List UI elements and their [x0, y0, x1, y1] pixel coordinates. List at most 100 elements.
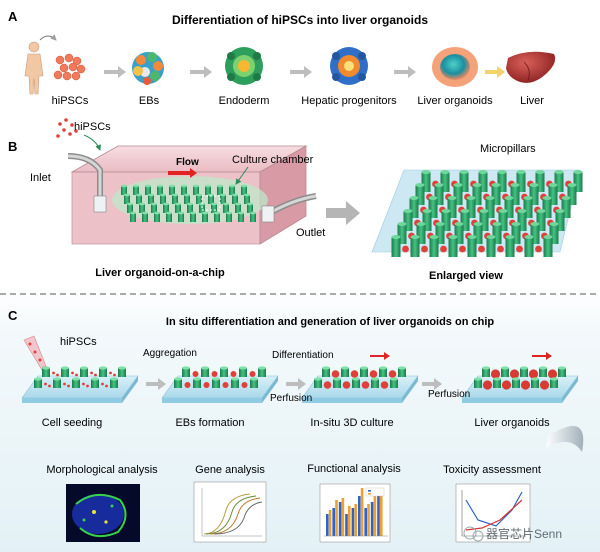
- micropillar-top: [486, 235, 496, 239]
- chip-platform-edge: [162, 398, 262, 403]
- micropillar: [554, 172, 564, 192]
- micropillar-top: [193, 184, 199, 188]
- cell: [94, 373, 97, 377]
- micropillar-top: [524, 235, 534, 239]
- micropillar: [333, 379, 341, 388]
- micropillar: [454, 224, 464, 244]
- micropillar-top: [91, 377, 99, 381]
- micropillar: [498, 211, 508, 231]
- liver-organoid: [490, 369, 501, 379]
- micropillar-top: [360, 366, 368, 370]
- thumb-bar: [345, 514, 348, 536]
- organoid-cell: [478, 245, 485, 253]
- thumb-bar: [367, 504, 370, 536]
- organoid-aggregate: [331, 370, 340, 378]
- thumb-bar: [332, 508, 335, 536]
- micropillar-top: [511, 222, 521, 226]
- micropillar-top: [322, 366, 330, 370]
- micropillar-top: [520, 366, 528, 370]
- micropillar: [231, 379, 239, 388]
- micropillar-top: [498, 209, 508, 213]
- micropillar: [130, 213, 136, 222]
- eb-aggregate: [211, 371, 218, 377]
- chip-platform-edge: [302, 398, 402, 403]
- micropillar-top: [110, 377, 118, 381]
- micropillar: [80, 368, 88, 377]
- micropillar-top: [42, 366, 50, 370]
- micropillar-top: [531, 377, 539, 381]
- micropillar-top: [555, 209, 565, 213]
- stage-label: Hepatic progenitors: [301, 95, 397, 107]
- micropillar-top: [341, 366, 349, 370]
- stage-label: Endoderm: [219, 95, 270, 107]
- chamber-pointer-arrow: [235, 166, 249, 185]
- micropillar: [181, 186, 187, 195]
- stage-label: Liver: [520, 95, 544, 107]
- micropillar-top: [390, 377, 398, 381]
- cell: [90, 371, 93, 375]
- organoid-cell: [516, 245, 523, 253]
- differentiation-label: Differentiation: [272, 350, 334, 361]
- micropillar-top: [229, 184, 235, 188]
- micropillar: [214, 213, 220, 222]
- micropillar: [136, 195, 142, 204]
- micropillar: [416, 224, 426, 244]
- micropillar-top: [314, 377, 322, 381]
- micropillar: [434, 185, 444, 205]
- micropillar-top: [397, 222, 407, 226]
- micropillar-top: [512, 377, 520, 381]
- micropillar: [322, 368, 330, 377]
- micropillar-top: [371, 377, 379, 381]
- watermark: 器官芯片Senn: [463, 526, 562, 542]
- micropillar-top: [202, 211, 208, 215]
- micropillar-top: [142, 211, 148, 215]
- micropillar: [53, 379, 61, 388]
- micropillar-top: [543, 235, 553, 239]
- thumb-bar: [370, 502, 374, 536]
- human-body-icon: [24, 41, 44, 95]
- cell: [75, 373, 78, 377]
- analysis-label: Gene analysis: [195, 464, 265, 476]
- micropillar: [531, 379, 539, 388]
- micropillar-top: [241, 184, 247, 188]
- organoid-cell: [535, 245, 542, 253]
- micropillar: [99, 368, 107, 377]
- micropillar-top: [493, 377, 501, 381]
- micropillar-top: [485, 196, 495, 200]
- panel-b-letter: B: [8, 139, 17, 154]
- micropillar-top: [482, 366, 490, 370]
- panel-c-letter: C: [8, 308, 18, 323]
- micropillar: [172, 195, 178, 204]
- micropillar-top: [250, 211, 256, 215]
- outlet-port: [261, 205, 275, 223]
- stage-label: hiPSCs: [52, 95, 89, 107]
- micropillar: [196, 195, 202, 204]
- micropillar: [561, 198, 571, 218]
- micropillar: [391, 237, 401, 257]
- analysis-flow-arrow: [546, 426, 584, 452]
- micropillar-top: [440, 170, 450, 174]
- micropillar: [398, 368, 406, 377]
- micropillar-top: [151, 202, 157, 206]
- micropillar-top: [454, 222, 464, 226]
- micropillar-top: [542, 196, 552, 200]
- step-label: Cell seeding: [42, 417, 103, 429]
- process-step-chips: [21, 366, 579, 403]
- micropillar: [148, 195, 154, 204]
- micropillar: [154, 213, 160, 222]
- micropillar: [160, 195, 166, 204]
- micropillar-top: [467, 235, 477, 239]
- micropillar: [163, 204, 169, 213]
- micropillar: [211, 204, 217, 213]
- panel-a-title: Differentiation of hiPSCs into liver org…: [172, 13, 428, 27]
- micropillar: [511, 224, 521, 244]
- micropillar-top: [536, 209, 546, 213]
- micropillar: [440, 172, 450, 192]
- micropillar-top: [535, 170, 545, 174]
- micropillar: [390, 379, 398, 388]
- micropillar: [409, 198, 419, 218]
- micropillar-top: [517, 209, 527, 213]
- chip-platform-side: [262, 376, 278, 403]
- seeding-cells-icon: [56, 118, 78, 138]
